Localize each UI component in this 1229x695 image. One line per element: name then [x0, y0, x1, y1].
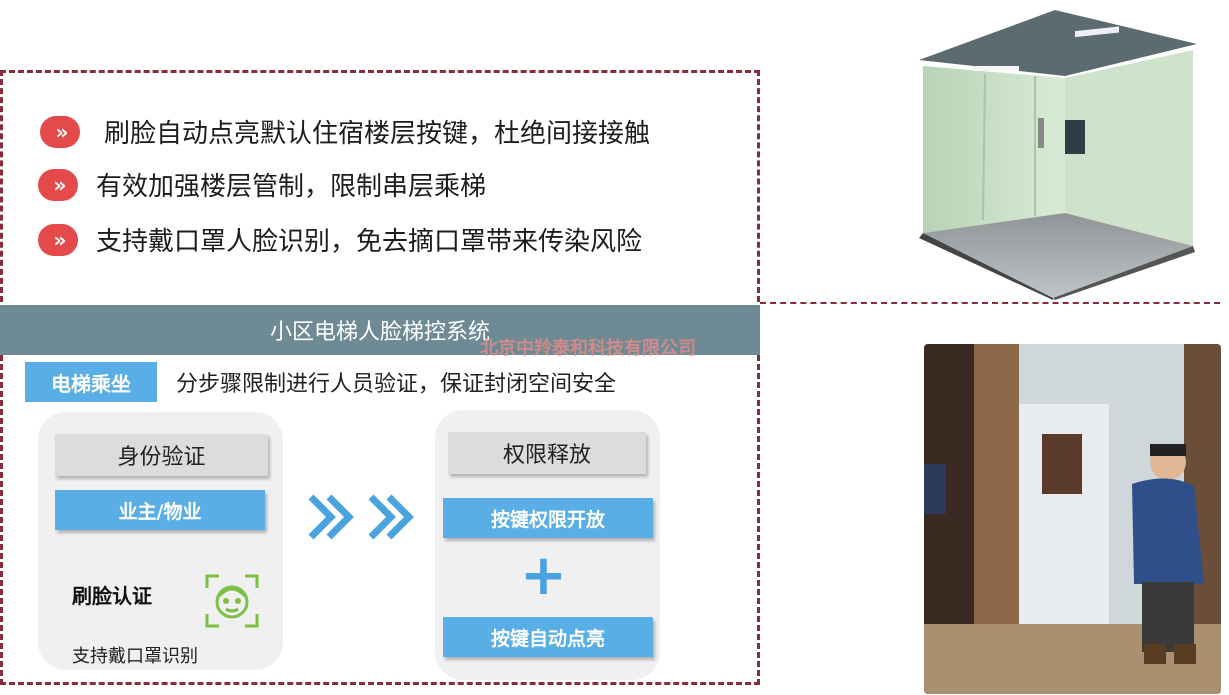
double-chevron-right-icon	[308, 494, 414, 540]
section-tag: 电梯乘坐	[25, 362, 157, 402]
feature-item-2: » 有效加强楼层管制，限制串层乘梯	[38, 166, 486, 203]
system-title-banner: 小区电梯人脸梯控系统	[0, 305, 760, 355]
button-permission-open: 按键权限开放	[443, 498, 653, 538]
role-badge: 业主/物业	[55, 490, 265, 530]
double-chevron-right-icon: »	[40, 115, 80, 148]
plus-icon: +	[520, 543, 567, 608]
double-chevron-right-icon: »	[38, 223, 78, 256]
features-frame	[0, 70, 760, 302]
mask-support-label: 支持戴口罩识别	[72, 646, 198, 667]
feature-text: 刷脸自动点亮默认住宿楼层按键，杜绝间接接触	[104, 119, 651, 149]
section-description: 分步骤限制进行人员验证，保证封闭空间安全	[176, 372, 617, 397]
face-recognition-icon	[205, 574, 259, 628]
feature-item-1: » 刷脸自动点亮默认住宿楼层按键，杜绝间接接触	[40, 113, 650, 150]
permission-header: 权限释放	[448, 432, 646, 474]
company-watermark: 北京中羚泰和科技有限公司	[480, 338, 696, 359]
feature-text: 支持戴口罩人脸识别，免去摘口罩带来传染风险	[96, 227, 643, 257]
identity-header: 身份验证	[55, 434, 268, 476]
elevator-lobby-photo	[924, 344, 1221, 694]
process-frame	[0, 355, 760, 685]
divider-line	[760, 302, 1220, 304]
double-chevron-right-icon: »	[38, 168, 78, 201]
feature-item-3: » 支持戴口罩人脸识别，免去摘口罩带来传染风险	[38, 221, 642, 258]
feature-text: 有效加强楼层管制，限制串层乘梯	[96, 172, 487, 202]
face-auth-label: 刷脸认证	[72, 584, 152, 608]
button-auto-light: 按键自动点亮	[443, 617, 653, 657]
elevator-cabin-image	[919, 10, 1197, 300]
section-tag-label: 电梯乘坐	[51, 371, 131, 396]
banner-title: 小区电梯人脸梯控系统	[269, 320, 490, 345]
